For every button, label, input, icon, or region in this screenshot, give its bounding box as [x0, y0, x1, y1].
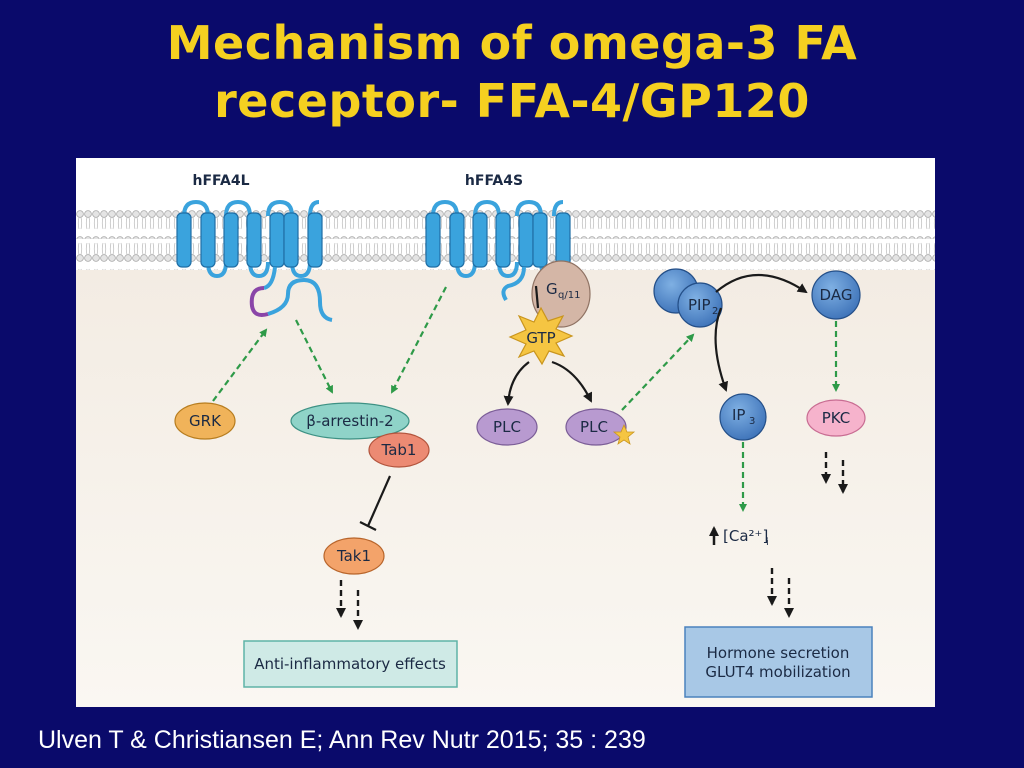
- pip2-node: PIP 2: [653, 268, 723, 328]
- slide-title: Mechanism of omega-3 FA receptor- FFA-4/…: [0, 14, 1024, 130]
- pathway-diagram: hFFA4L hFFA4S G q/11 GTP: [76, 158, 935, 707]
- tab1-node: Tab1: [368, 432, 430, 468]
- arrestin-label: β-arrestin-2: [306, 412, 393, 430]
- calcium-level: [Ca²⁺] i: [709, 526, 769, 548]
- title-line-1: Mechanism of omega-3 FA: [166, 16, 858, 70]
- grk-node: GRK: [174, 402, 236, 440]
- gtp-star: GTP: [508, 306, 574, 366]
- receptor-hffa4l: [176, 199, 333, 322]
- gtp-label: GTP: [526, 329, 555, 347]
- plc-active-label: PLC: [580, 418, 608, 436]
- beta-arrestin-2-node: β-arrestin-2: [290, 402, 410, 440]
- ip3-node: IP 3: [719, 393, 767, 441]
- signaling-arrows: [503, 274, 808, 406]
- plc-active-node: PLC: [565, 408, 636, 446]
- grk-label: GRK: [189, 412, 222, 430]
- activation-star-icon: [612, 423, 636, 445]
- hormone-secretion-label: Hormone secretion: [707, 644, 850, 662]
- pathway-figure: hFFA4L hFFA4S G q/11 GTP: [76, 158, 935, 707]
- glut4-mobilization-label: GLUT4 mobilization: [705, 663, 850, 681]
- pip-label: PIP: [688, 296, 711, 314]
- hormone-secretion-box: Hormone secretion GLUT4 mobilization: [684, 626, 873, 698]
- receptor-hffa4s: [425, 199, 571, 302]
- tab1-label: Tab1: [381, 441, 417, 459]
- calcium-subscript: i: [766, 537, 769, 548]
- calcium-label: [Ca²⁺]: [723, 527, 768, 545]
- gq-subscript: q/11: [558, 290, 580, 301]
- tak1-node: Tak1: [323, 537, 385, 575]
- anti-inflammatory-box: Anti-inflammatory effects: [243, 640, 458, 688]
- plc-inactive-label: PLC: [493, 418, 521, 436]
- multistep-arrows: [336, 452, 848, 630]
- pip-subscript: 2: [712, 306, 718, 317]
- receptor-label-short: hFFA4S: [465, 173, 523, 189]
- tak1-label: Tak1: [336, 547, 371, 565]
- pkc-node: PKC: [806, 399, 866, 437]
- ip-subscript: 3: [749, 416, 755, 427]
- gq-label: G: [546, 280, 558, 298]
- citation: Ulven T & Christiansen E; Ann Rev Nutr 2…: [38, 726, 646, 754]
- gq11-protein: G q/11: [531, 260, 591, 328]
- receptor-label-long: hFFA4L: [193, 173, 250, 189]
- anti-inflammatory-label: Anti-inflammatory effects: [254, 655, 446, 673]
- dag-node: DAG: [811, 270, 861, 320]
- inhibition-arrow: [359, 475, 392, 531]
- activation-arrows: [212, 286, 840, 512]
- plc-inactive-node: PLC: [476, 408, 538, 446]
- title-line-2: receptor- FFA-4/GP120: [214, 74, 810, 128]
- dag-label: DAG: [820, 286, 853, 304]
- ip-label: IP: [732, 406, 745, 424]
- pkc-label: PKC: [822, 409, 851, 427]
